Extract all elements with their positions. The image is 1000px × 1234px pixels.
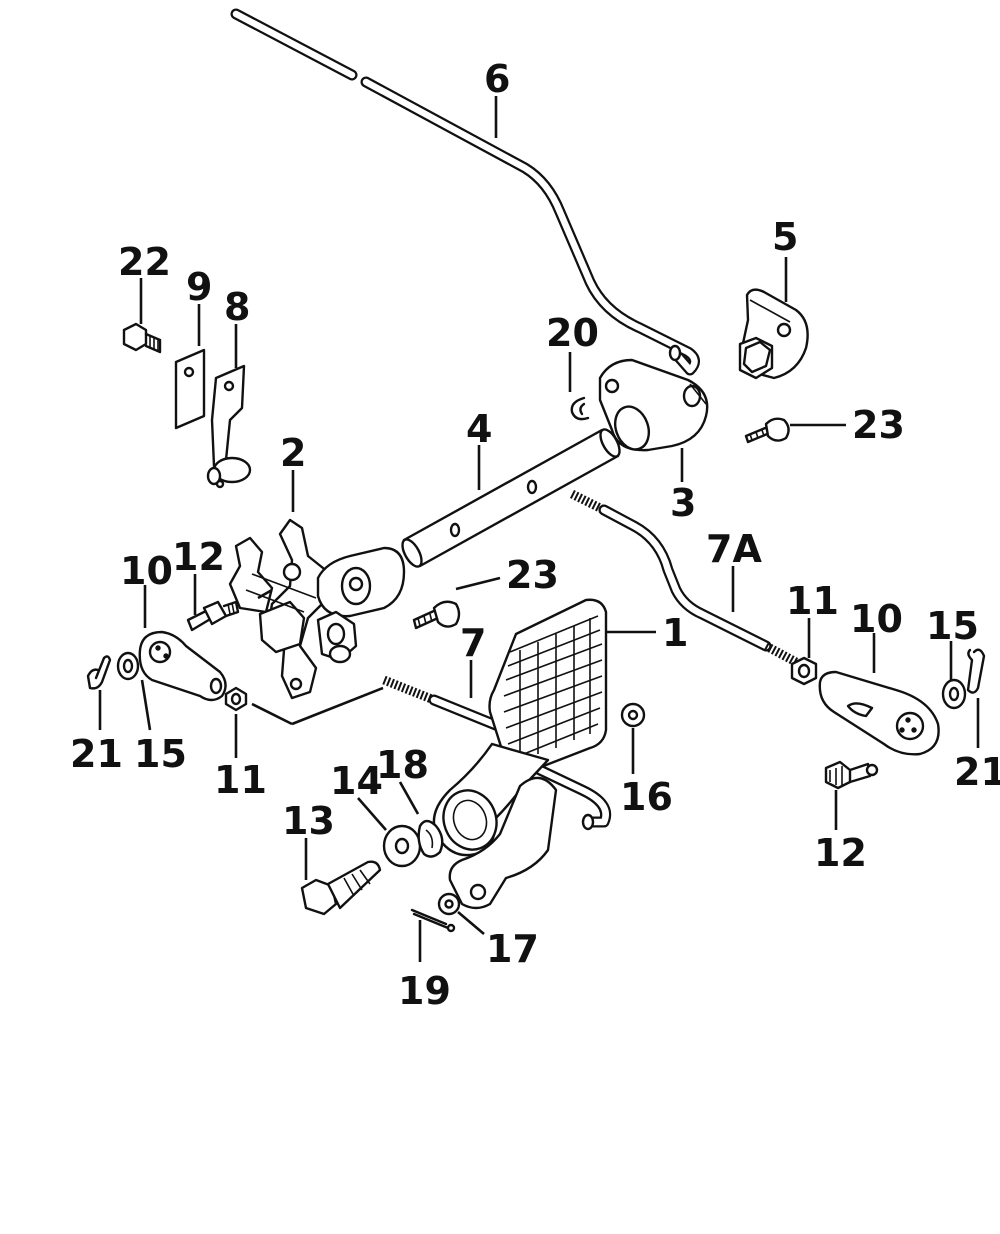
bracket-8 bbox=[206, 364, 252, 489]
callout-12-right: 12 bbox=[814, 831, 867, 875]
callout-23-top: 23 bbox=[852, 403, 905, 447]
callout-18: 18 bbox=[376, 743, 429, 787]
e-clip-20 bbox=[570, 396, 590, 421]
callout-labels: 1 2 3 4 5 6 7 7A 8 9 10 10 11 11 12 12 1… bbox=[70, 57, 1000, 1013]
callout-11-right: 11 bbox=[786, 579, 839, 623]
screw-23-mid bbox=[412, 600, 461, 630]
callout-14: 14 bbox=[330, 759, 383, 803]
washer-14 bbox=[382, 824, 422, 868]
callout-15-right: 15 bbox=[926, 604, 979, 648]
shift-lever-assembly-2 bbox=[228, 518, 406, 700]
callout-22: 22 bbox=[118, 240, 171, 284]
callout-2: 2 bbox=[280, 431, 306, 475]
callout-19: 19 bbox=[398, 969, 451, 1013]
callout-4: 4 bbox=[466, 407, 492, 451]
throttle-pedal-1 bbox=[432, 598, 608, 910]
callout-6: 6 bbox=[484, 57, 510, 101]
washer-15-left bbox=[116, 651, 140, 681]
clip-18 bbox=[417, 819, 444, 858]
callout-21-left: 21 bbox=[70, 732, 123, 776]
rod-6 bbox=[230, 8, 700, 376]
callout-16: 16 bbox=[620, 775, 673, 819]
callout-5: 5 bbox=[772, 215, 798, 259]
callout-17: 17 bbox=[486, 927, 539, 971]
lever-3 bbox=[598, 358, 709, 452]
callout-7: 7 bbox=[460, 621, 486, 665]
callout-20: 20 bbox=[546, 311, 599, 355]
callout-21-right: 21 bbox=[954, 750, 1000, 794]
callout-8: 8 bbox=[224, 285, 250, 329]
callout-10-left: 10 bbox=[120, 549, 173, 593]
ball-stud-12-right bbox=[824, 760, 879, 790]
rod-end-10-right bbox=[818, 670, 940, 756]
rod-end-10-left bbox=[138, 630, 227, 702]
callout-7a: 7A bbox=[706, 527, 762, 571]
washer-17 bbox=[437, 892, 461, 916]
lever-cam-5 bbox=[738, 288, 809, 380]
ball-stud-12-left bbox=[186, 600, 240, 632]
callout-10-right: 10 bbox=[850, 597, 903, 641]
leader-lines bbox=[98, 96, 980, 962]
rod-7a bbox=[569, 489, 799, 666]
bolt-22 bbox=[122, 322, 162, 354]
cotter-pin-19 bbox=[410, 908, 456, 933]
callout-9: 9 bbox=[186, 265, 212, 309]
shaft-4 bbox=[401, 428, 621, 568]
callout-15-left: 15 bbox=[134, 732, 187, 776]
bolt-13 bbox=[300, 860, 382, 916]
clip-21-left bbox=[86, 655, 112, 690]
callout-11-left: 11 bbox=[214, 758, 267, 802]
screw-23-top bbox=[744, 417, 790, 444]
callout-23-mid: 23 bbox=[506, 553, 559, 597]
callout-1: 1 bbox=[662, 611, 688, 655]
callout-12-left: 12 bbox=[172, 535, 225, 579]
washer-15-right bbox=[941, 678, 967, 710]
plate-9 bbox=[174, 348, 206, 430]
clip-21-right bbox=[966, 648, 986, 694]
callout-13: 13 bbox=[282, 799, 335, 843]
washer-16 bbox=[620, 702, 646, 728]
callout-3: 3 bbox=[670, 481, 696, 525]
nut-11-left bbox=[224, 686, 248, 712]
nut-11-right bbox=[790, 656, 818, 686]
